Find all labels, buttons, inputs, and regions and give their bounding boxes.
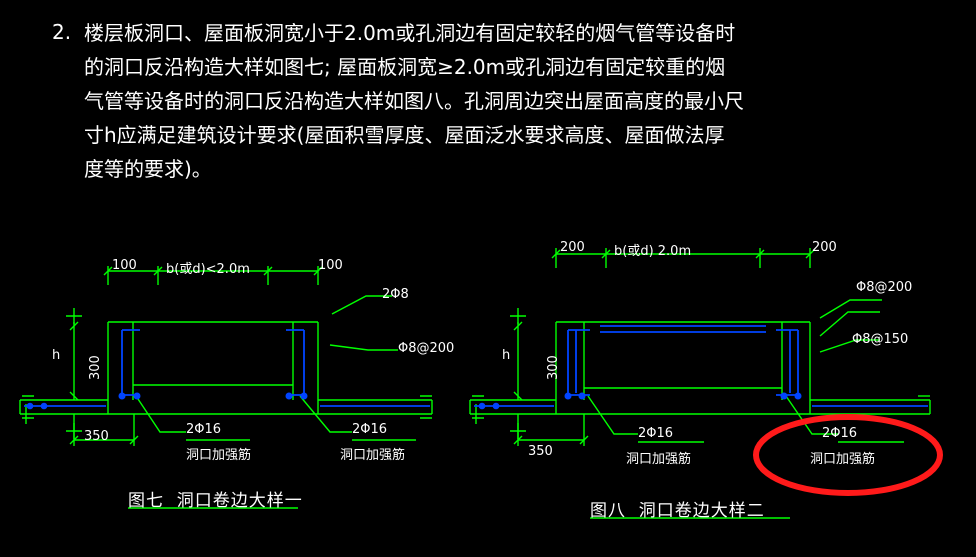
left-rebar-left: 2Φ16 xyxy=(186,422,222,437)
left-height-300: 300 xyxy=(88,355,103,380)
right-rebar-right-note: 洞口加强筋 xyxy=(810,452,876,467)
left-dim-width: b(或d)<2.0m xyxy=(166,262,250,277)
left-rebar-right: 2Φ16 xyxy=(352,422,388,437)
note-text: 楼层板洞口、屋面板洞宽小于2.0m或孔洞边有固定较轻的烟气管等设备时的洞口反沿构… xyxy=(84,21,744,181)
right-height-300: 300 xyxy=(546,355,561,380)
left-dim-100-a: 100 xyxy=(112,258,137,273)
right-dim-350: 350 xyxy=(528,444,553,459)
right-rebar-left-note: 洞口加强筋 xyxy=(626,452,692,467)
left-dim-350: 350 xyxy=(84,429,109,444)
note-number: 2. xyxy=(52,20,72,44)
left-dim-100-b: 100 xyxy=(318,258,343,273)
right-rebar-top: Φ8@200 xyxy=(856,280,913,295)
left-height-h: h xyxy=(52,348,61,363)
right-rebar-left: 2Φ16 xyxy=(638,426,674,441)
left-rebar-stirrup: Φ8@200 xyxy=(398,341,455,356)
right-rebar-right: 2Φ16 xyxy=(822,426,858,441)
right-dim-200-a: 200 xyxy=(560,240,585,255)
left-rebar-left-note: 洞口加强筋 xyxy=(186,448,252,463)
right-height-h: h xyxy=(502,348,511,363)
right-dim-200-b: 200 xyxy=(812,240,837,255)
right-figure-caption: 图八 洞口卷边大样二 xyxy=(590,501,765,521)
right-dim-width: b(或d) 2.0m xyxy=(614,244,692,259)
left-figure-caption: 图七 洞口卷边大样一 xyxy=(128,491,303,511)
right-rebar-second: Φ8@150 xyxy=(852,332,909,347)
left-rebar-right-note: 洞口加强筋 xyxy=(340,448,406,463)
figure-left-geometry xyxy=(19,266,433,509)
figure-left-rebar xyxy=(24,329,430,410)
left-rebar-top: 2Φ8 xyxy=(382,287,409,302)
